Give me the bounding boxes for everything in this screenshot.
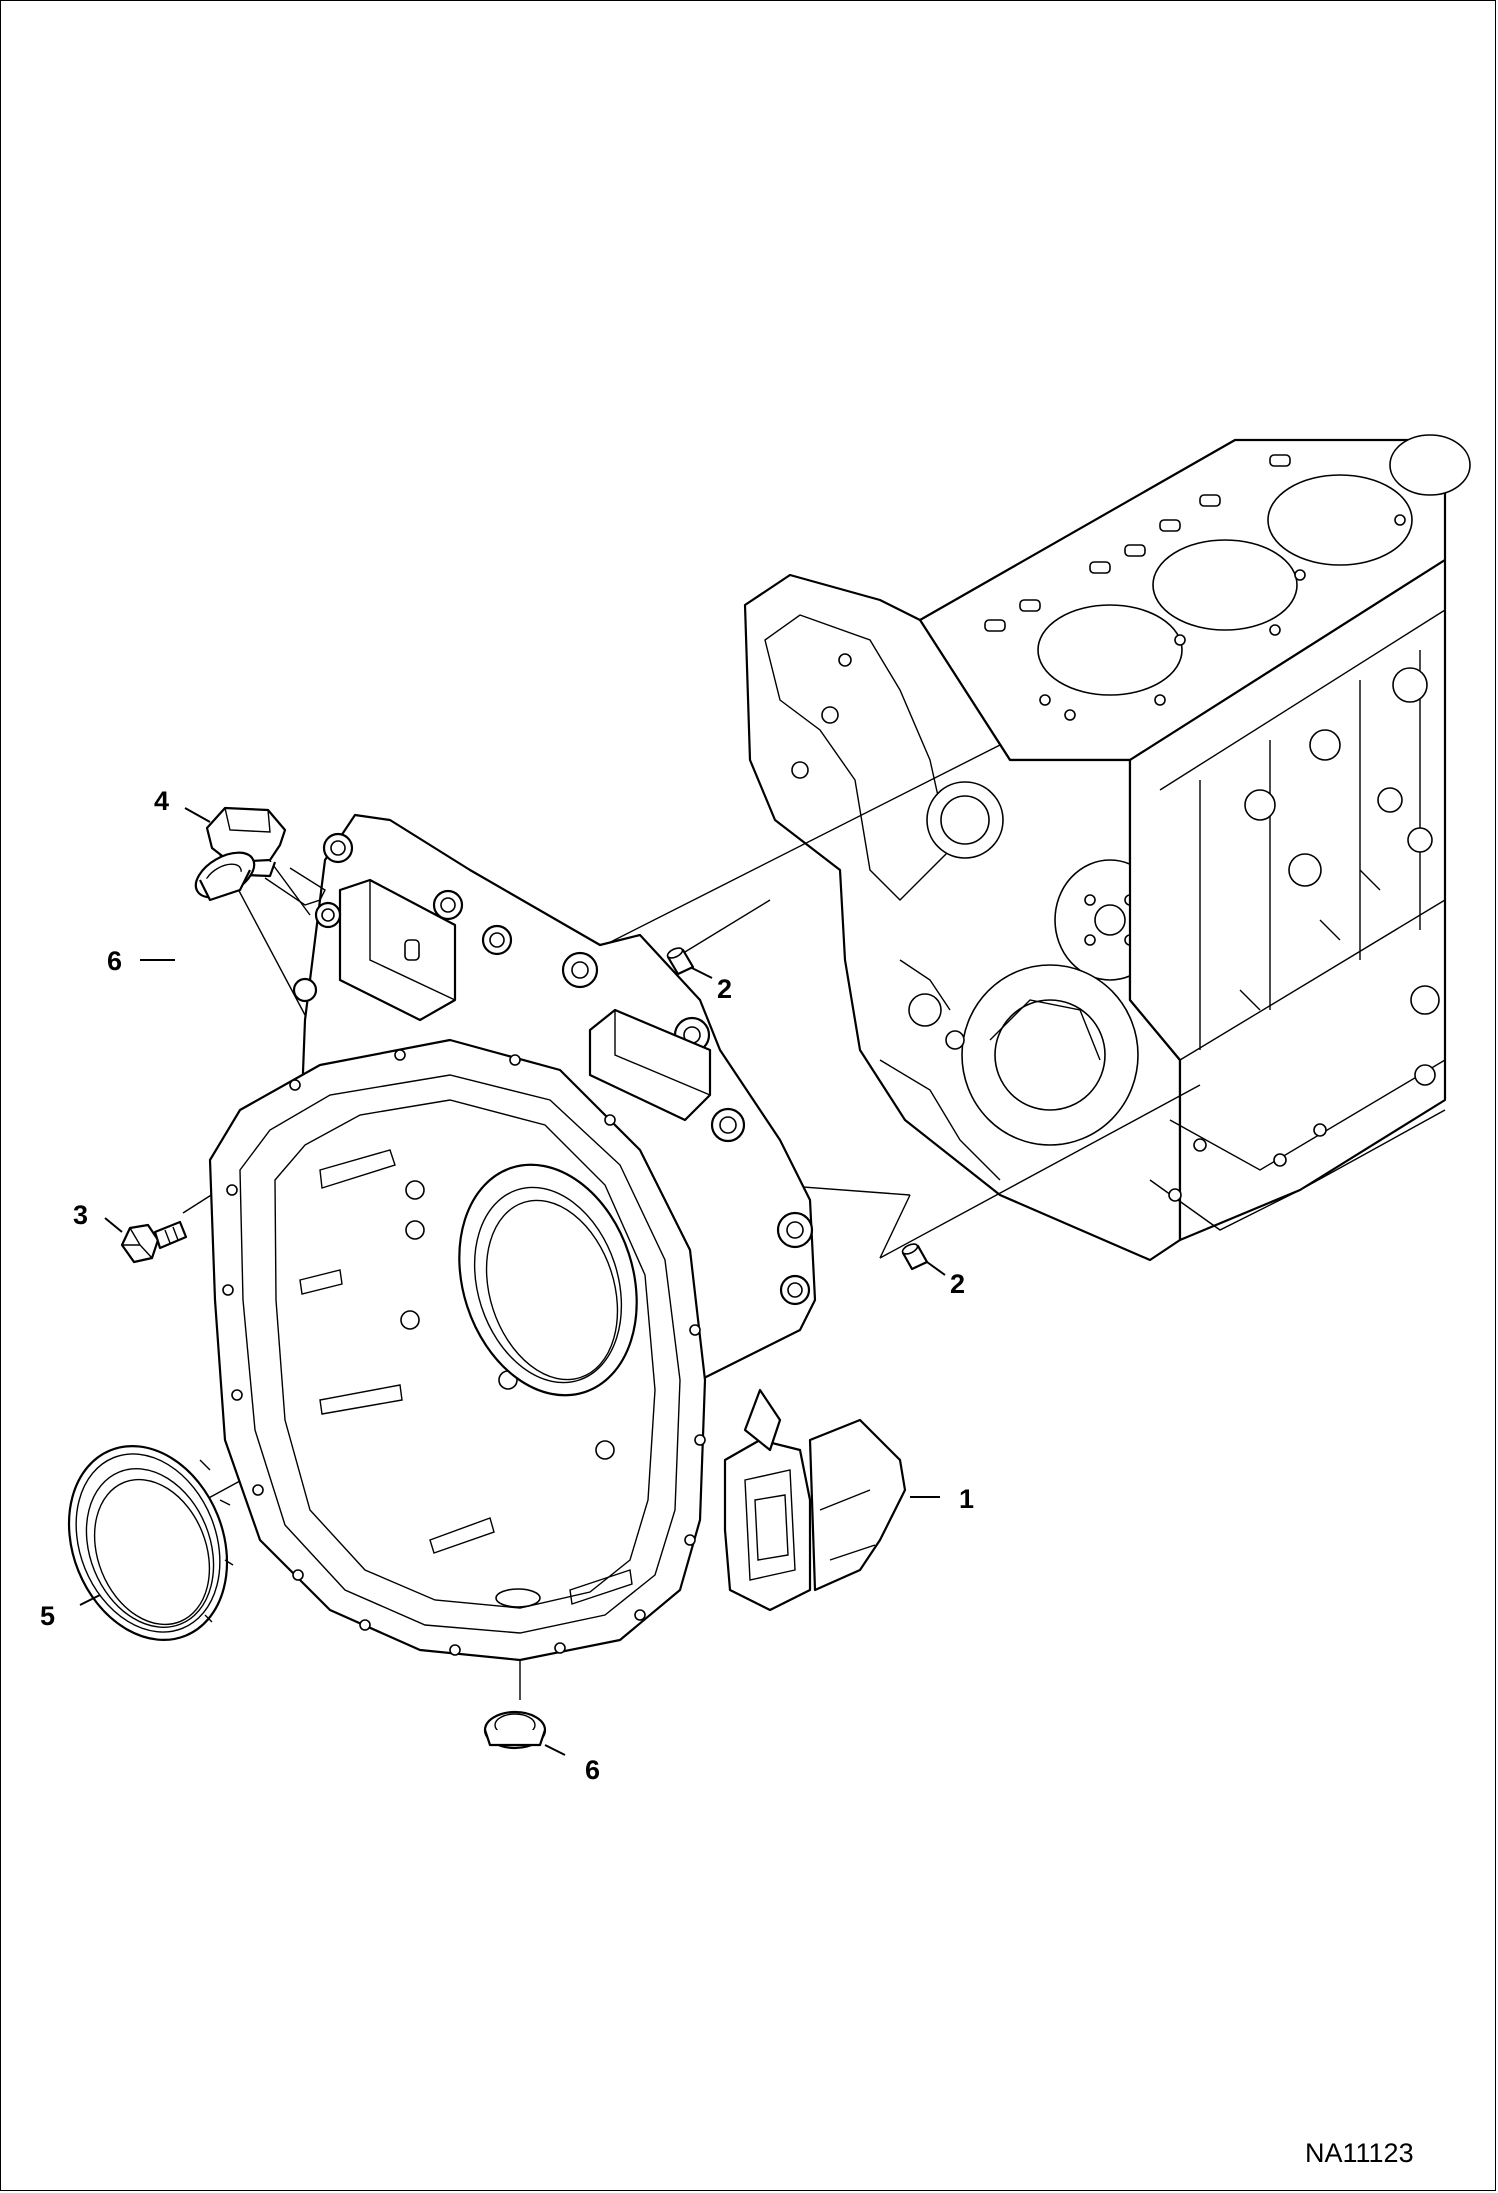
callout-5: 5 bbox=[40, 1601, 56, 1631]
bolt bbox=[120, 1220, 188, 1264]
callout-6-upper: 6 bbox=[107, 946, 123, 976]
dowel-pin-upper bbox=[666, 947, 695, 976]
callout-4: 4 bbox=[154, 786, 170, 816]
dowel-pin-lower bbox=[901, 1243, 929, 1271]
crankshaft-seal bbox=[67, 1445, 234, 1641]
callout-6-lower: 6 bbox=[585, 1755, 601, 1785]
plug-lower bbox=[483, 1710, 547, 1750]
flywheel-housing bbox=[208, 813, 907, 1662]
figure-id: NA11123 bbox=[1305, 2138, 1414, 2168]
plug-upper bbox=[194, 851, 256, 902]
callout-2-upper: 2 bbox=[717, 974, 733, 1004]
callout-3: 3 bbox=[73, 1200, 89, 1230]
engine-block bbox=[743, 434, 1471, 1262]
callout-1: 1 bbox=[959, 1484, 975, 1514]
callout-leaders bbox=[79, 807, 946, 1756]
callout-2-lower: 2 bbox=[950, 1269, 966, 1299]
